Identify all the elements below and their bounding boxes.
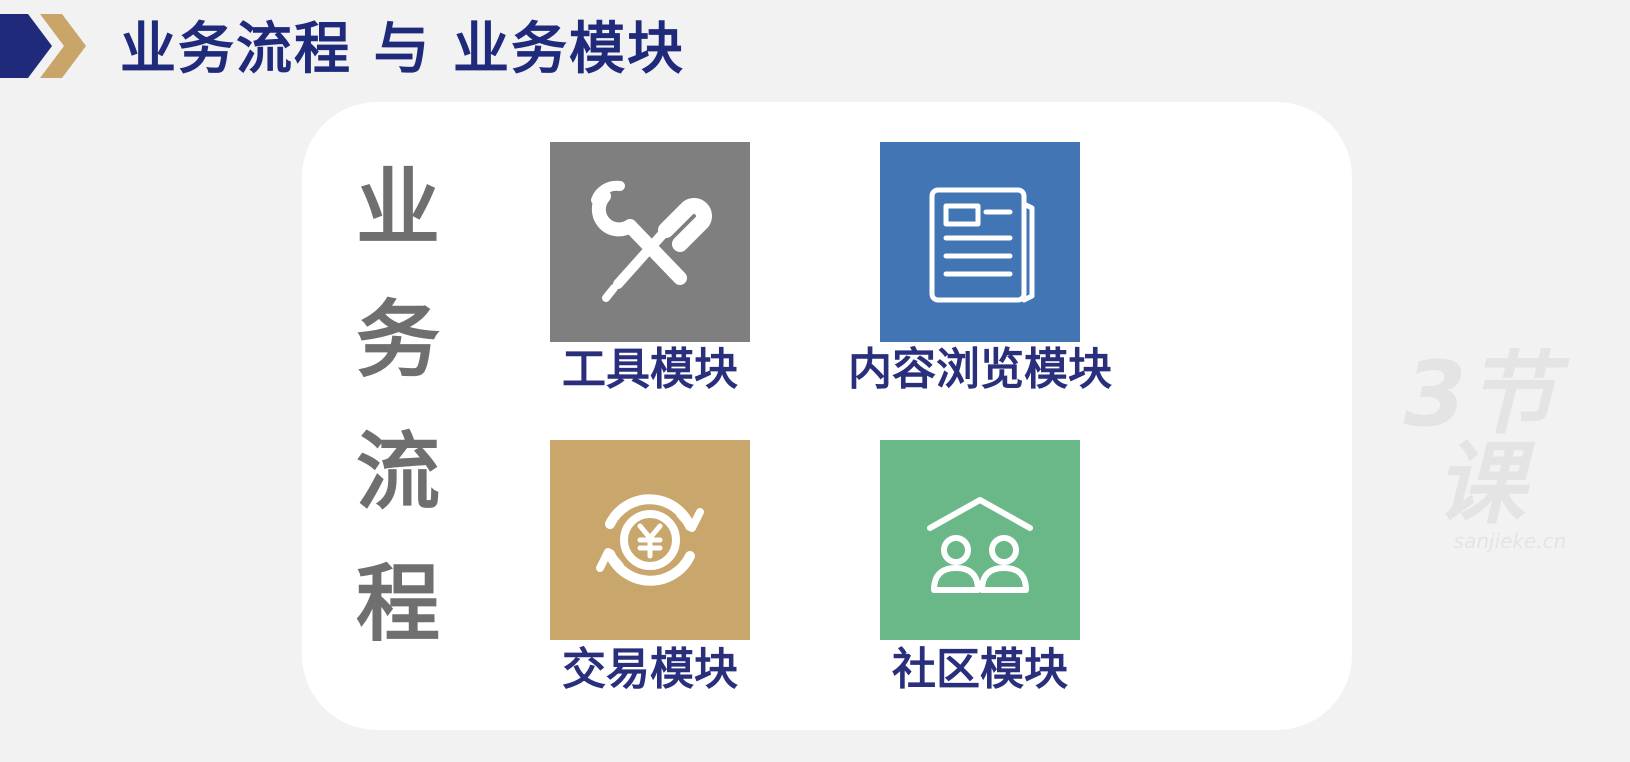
tool-module-tile[interactable]	[550, 142, 750, 342]
tool-module-label: 工具模块	[562, 344, 738, 395]
community-module-tile[interactable]	[880, 440, 1080, 640]
vertical-title-char: 务	[355, 291, 440, 389]
tools-icon	[591, 180, 712, 302]
content-panel: 业 务 流 程 工具模块 内容浏览模块	[302, 102, 1352, 730]
trade-module-tile[interactable]	[550, 440, 750, 640]
vertical-title: 业 务 流 程	[348, 142, 448, 670]
vertical-title-char: 程	[355, 555, 440, 653]
community-module-label: 社区模块	[892, 644, 1068, 695]
vertical-title-char: 流	[355, 423, 440, 521]
yuan-exchange-icon	[596, 494, 704, 586]
trade-module-label: 交易模块	[562, 644, 738, 695]
page-title: 业务流程 与 业务模块	[120, 17, 685, 82]
watermark-logo: 3节课	[1403, 342, 1557, 537]
vertical-title-char: 业	[355, 159, 440, 257]
watermark: 3节课 sanjieke.cn	[1360, 350, 1600, 553]
watermark-url: sanjieke.cn	[1453, 529, 1567, 553]
content-module-label: 内容浏览模块	[848, 344, 1112, 395]
header-chevron-icon	[0, 14, 86, 78]
newspaper-icon	[929, 187, 1035, 303]
community-icon	[927, 497, 1033, 593]
content-module-tile[interactable]	[880, 142, 1080, 342]
